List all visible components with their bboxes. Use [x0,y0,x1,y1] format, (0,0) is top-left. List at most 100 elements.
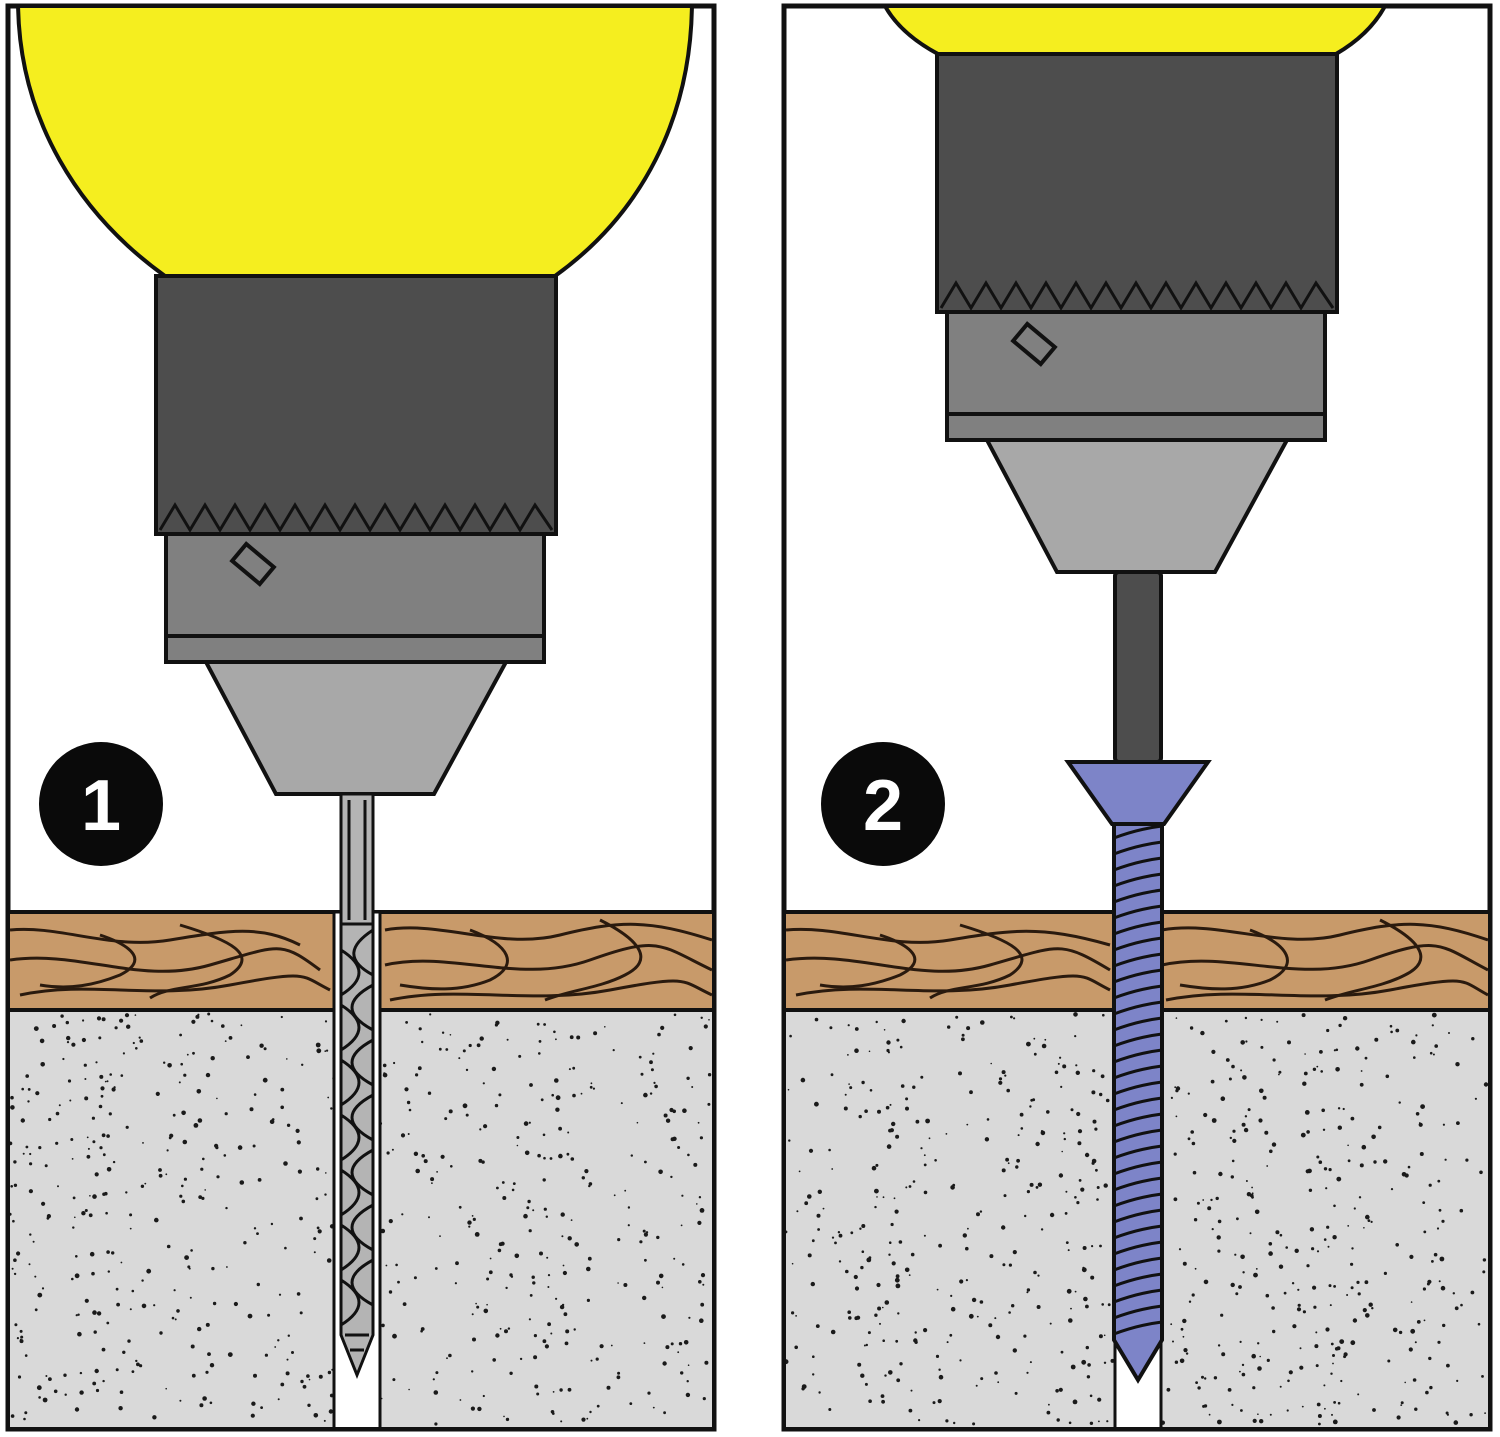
concrete-speckle [40,1062,45,1067]
concrete-speckle [516,1144,519,1147]
concrete-speckle [1444,1158,1447,1161]
concrete-speckle [504,1329,508,1334]
concrete-speckle [1251,1353,1256,1359]
concrete-speckle [950,1306,956,1312]
concrete-speckle [1033,1052,1037,1056]
concrete-speckle [28,1189,33,1194]
concrete-speckle [77,1331,82,1337]
concrete-speckle [430,1177,435,1182]
concrete-speckle [1328,1284,1332,1288]
concrete-speckle [1279,1385,1282,1388]
concrete-speckle [949,1333,953,1337]
concrete-speckle [382,1072,388,1078]
concrete-speckle [801,1387,805,1391]
concrete-speckle [115,1368,119,1372]
concrete-speckle [677,1146,681,1149]
concrete-speckle [1347,1144,1349,1147]
concrete-speckle [1029,1105,1032,1108]
concrete-speckle [496,1186,499,1190]
concrete-speckle [1272,1329,1276,1334]
concrete-speckle [861,1080,865,1085]
concrete-speckle [1432,1053,1435,1056]
concrete-speckle [94,1172,99,1177]
concrete-speckle [588,1184,591,1188]
concrete-speckle [984,1137,990,1142]
concrete-speckle [817,1189,822,1195]
concrete-speckle [643,1092,648,1098]
concrete-speckle [899,1045,903,1049]
concrete-speckle [253,1373,257,1378]
concrete-speckle [665,1345,670,1350]
concrete-speckle [817,1228,820,1231]
concrete-speckle [32,1240,35,1243]
concrete-speckle [260,1406,263,1409]
concrete-speckle [1013,1017,1016,1020]
concrete-speckle [1103,1361,1107,1365]
screw-thread [1113,904,1163,920]
concrete-speckle [36,1385,42,1391]
concrete-speckle [1080,1187,1085,1192]
concrete-speckle [1175,1089,1179,1093]
concrete-speckle [1240,1254,1245,1260]
concrete-speckle [1240,1069,1243,1072]
concrete-speckle [1100,1074,1105,1079]
screw-thread [1113,1160,1163,1176]
concrete-speckle [807,1194,812,1199]
concrete-speckle [1244,1115,1248,1118]
concrete-speckle [1278,1073,1280,1076]
concrete-speckle [1059,1056,1062,1059]
concrete-speckle [1094,1127,1098,1131]
concrete-speckle [1383,1159,1388,1164]
masonry-drill-bit [339,792,375,1380]
concrete-speckle [1398,1101,1401,1104]
concrete-speckle [119,1018,124,1023]
concrete-speckle [84,1298,89,1303]
concrete-speckle [1017,1134,1020,1137]
concrete-speckle [895,1283,901,1289]
concrete-speckle [678,1342,683,1346]
concrete-speckle [1441,1219,1445,1223]
concrete-speckle [886,1144,892,1149]
concrete-speckle [182,1139,188,1145]
concrete-speckle [92,1194,97,1199]
concrete-speckle [1170,1096,1173,1099]
concrete-speckle [104,1191,108,1196]
concrete-speckle [479,1128,482,1131]
concrete-speckle [1258,1118,1263,1123]
concrete-speckle [446,1357,448,1360]
concrete-speckle [995,1334,1001,1340]
concrete-speckle [1085,1345,1090,1350]
concrete-speckle [77,1313,80,1316]
concrete-speckle [838,1260,842,1263]
concrete-speckle [324,1020,328,1023]
concrete-speckle [35,1091,40,1096]
concrete-speckle [1234,1253,1237,1256]
concrete-speckle [16,1337,19,1340]
concrete-speckle [81,1211,86,1216]
concrete-speckle [1166,1387,1171,1392]
concrete-speckle [501,1181,505,1184]
concrete-speckle [688,1046,693,1051]
concrete-speckle [1251,1186,1253,1189]
concrete-speckle [882,1339,885,1342]
concrete-speckle [1350,1286,1354,1290]
concrete-speckle [280,1087,285,1092]
concrete-speckle [874,1313,878,1317]
concrete-speckle [27,1088,31,1091]
concrete-speckle [84,1209,88,1212]
concrete-speckle [573,1328,576,1331]
concrete-speckle [48,1377,52,1381]
concrete-speckle [34,1308,38,1312]
concrete-speckle [879,1322,881,1325]
concrete-speckle [165,1387,167,1390]
concrete-speckle [946,1341,949,1344]
concrete-speckle [239,1180,245,1185]
concrete-speckle [563,1312,568,1317]
screw-thread [1113,1272,1163,1288]
concrete-speckle [938,1374,944,1380]
concrete-speckle [122,1350,126,1355]
concrete-speckle [195,1014,200,1019]
concrete-speckle [1076,1201,1080,1205]
concrete-speckle [1356,1280,1360,1284]
concrete-speckle [1401,1172,1407,1177]
